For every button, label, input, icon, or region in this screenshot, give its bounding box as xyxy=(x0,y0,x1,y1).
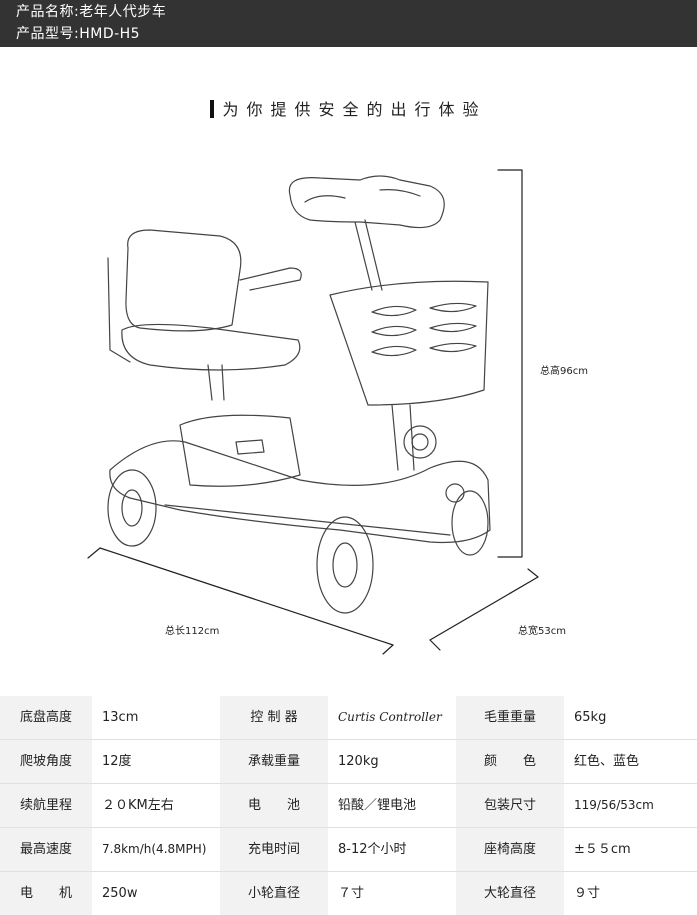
row-divider xyxy=(0,871,697,872)
spec-row: 爬坡角度 12度 承载重量 120kg 颜 色 红色、蓝色 xyxy=(0,740,697,783)
spec-table: 底盘高度 13cm 控 制 器 Curtis Controller 毛重重量 6… xyxy=(0,696,697,915)
scooter-illustration xyxy=(87,169,539,655)
spec-value: ７寸 xyxy=(328,872,456,915)
spec-label: 最高速度 xyxy=(0,828,92,871)
product-model: 产品型号:HMD-H5 xyxy=(16,26,141,42)
row-divider xyxy=(0,739,697,740)
spec-label: 毛重重量 xyxy=(456,696,564,739)
spec-label: 座椅高度 xyxy=(456,828,564,871)
row-divider xyxy=(0,827,697,828)
spec-label: 包装尺寸 xyxy=(456,784,564,827)
slogan-heading: 为你提供安全的出行体验 xyxy=(0,96,697,120)
product-name: 产品名称:老年人代步车 xyxy=(16,4,167,20)
spec-label: 承载重量 xyxy=(220,740,328,783)
spec-value: ±５５cm xyxy=(564,828,697,871)
spec-label: 电 机 xyxy=(0,872,92,915)
spec-value: 红色、蓝色 xyxy=(564,740,697,783)
slogan-bar xyxy=(210,100,215,118)
height-dimension-label: 总高96cm xyxy=(540,366,588,377)
spec-value: Curtis Controller xyxy=(328,696,456,739)
spec-label: 充电时间 xyxy=(220,828,328,871)
spec-value: 250w xyxy=(92,872,220,915)
product-header: 产品名称:老年人代步车 产品型号:HMD-H5 xyxy=(0,0,697,47)
spec-value: 13cm xyxy=(92,696,220,739)
spec-label: 小轮直径 xyxy=(220,872,328,915)
spec-value: ９寸 xyxy=(564,872,697,915)
spec-label: 续航里程 xyxy=(0,784,92,827)
row-divider xyxy=(0,783,697,784)
spec-row: 电 机 250w 小轮直径 ７寸 大轮直径 ９寸 xyxy=(0,872,697,915)
scooter-diagram: 总高96cm 总长112cm 总宽53cm xyxy=(0,150,697,670)
spec-label: 大轮直径 xyxy=(456,872,564,915)
spec-label: 电 池 xyxy=(220,784,328,827)
spec-value: 铅酸／锂电池 xyxy=(328,784,456,827)
length-dimension-label: 总长112cm xyxy=(165,626,220,637)
spec-value: 8-12个小时 xyxy=(328,828,456,871)
spec-value: 65kg xyxy=(564,696,697,739)
spec-label: 爬坡角度 xyxy=(0,740,92,783)
spec-label: 底盘高度 xyxy=(0,696,92,739)
spec-value: 7.8km/h(4.8MPH) xyxy=(92,828,220,871)
spec-row: 续航里程 ２０KM左右 电 池 铅酸／锂电池 包装尺寸 119/56/53cm xyxy=(0,784,697,827)
width-dimension-label: 总宽53cm xyxy=(518,626,566,637)
slogan-text: 为你提供安全的出行体验 xyxy=(222,100,487,119)
spec-value: 120kg xyxy=(328,740,456,783)
spec-row: 最高速度 7.8km/h(4.8MPH) 充电时间 8-12个小时 座椅高度 ±… xyxy=(0,828,697,871)
spec-value: 12度 xyxy=(92,740,220,783)
spec-label: 颜 色 xyxy=(456,740,564,783)
spec-value: ２０KM左右 xyxy=(92,784,220,827)
spec-row: 底盘高度 13cm 控 制 器 Curtis Controller 毛重重量 6… xyxy=(0,696,697,739)
spec-label: 控 制 器 xyxy=(220,696,328,739)
spec-value: 119/56/53cm xyxy=(564,784,697,827)
